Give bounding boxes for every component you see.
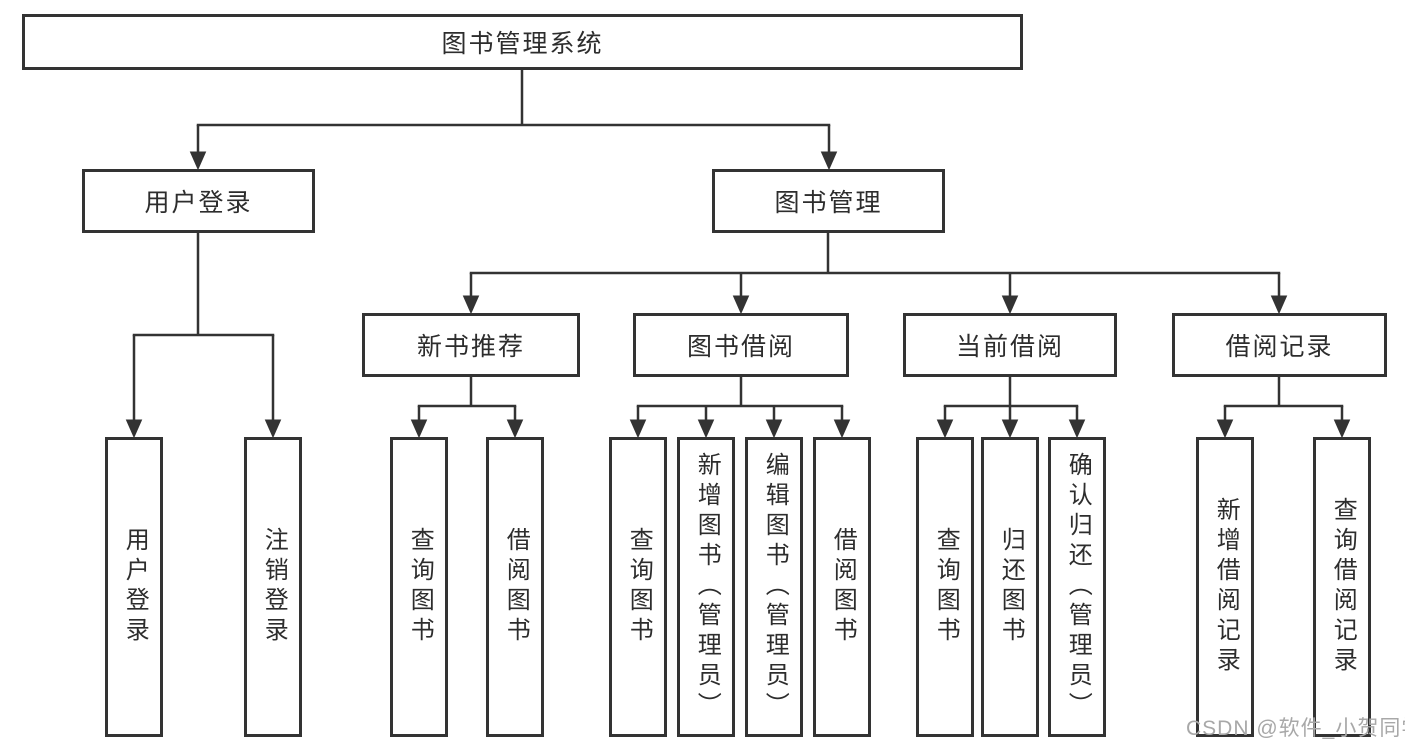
leaf-user-login-label: 用户登录 [121, 527, 149, 647]
arrowhead-icon [936, 419, 954, 439]
arrowhead-icon [264, 419, 282, 439]
arrowhead-icon [1333, 419, 1351, 439]
leaf-rec-borrow-book-label: 借阅图书 [502, 527, 530, 647]
arrowhead-icon [189, 151, 207, 171]
node-root-label: 图书管理系统 [441, 30, 604, 58]
node-book-mgmt: 图书管理 [712, 169, 945, 233]
arrowhead-icon [1216, 419, 1234, 439]
connector-book-mgmt-to-level3 [462, 233, 1288, 315]
leaf-rec-query-book: 查询图书 [390, 437, 448, 737]
connector-new-book-rec-to-leaves [410, 377, 524, 439]
leaf-borrow-add-book-label: 新增图书（管理员） [693, 452, 721, 722]
arrowhead-icon [629, 419, 647, 439]
leaf-current-return-book: 归还图书 [981, 437, 1039, 737]
node-book-borrow-label: 图书借阅 [686, 333, 795, 361]
leaf-record-add-record-label: 新增借阅记录 [1212, 497, 1240, 677]
leaf-logout: 注销登录 [244, 437, 302, 737]
node-user-login-label: 用户登录 [144, 189, 253, 217]
leaf-borrow-query-book: 查询图书 [609, 437, 667, 737]
arrowhead-icon [506, 419, 524, 439]
leaf-user-login: 用户登录 [105, 437, 163, 737]
node-new-book-rec: 新书推荐 [362, 313, 580, 377]
arrowhead-icon [1068, 419, 1086, 439]
connector-root-to-level2 [189, 69, 838, 171]
node-borrow-record: 借阅记录 [1172, 313, 1387, 377]
arrowhead-icon [1001, 419, 1019, 439]
leaf-current-confirm-return-label: 确认归还（管理员） [1064, 452, 1092, 722]
connector-user-login-to-leaves [125, 233, 282, 439]
connector-book-borrow-to-leaves [629, 377, 851, 439]
connector-current-borrow-to-leaves [936, 377, 1086, 439]
leaf-borrow-add-book: 新增图书（管理员） [677, 437, 735, 737]
leaf-borrow-query-book-label: 查询图书 [625, 527, 653, 647]
node-user-login: 用户登录 [82, 169, 315, 233]
connector-borrow-record-to-leaves [1216, 377, 1351, 439]
leaf-record-query-record-label: 查询借阅记录 [1329, 497, 1357, 677]
arrowhead-icon [1270, 295, 1288, 315]
arrowhead-icon [462, 295, 480, 315]
leaf-current-query-book: 查询图书 [916, 437, 974, 737]
leaf-borrow-edit-book-label: 编辑图书（管理员） [761, 452, 789, 722]
arrowhead-icon [833, 419, 851, 439]
leaf-logout-label: 注销登录 [260, 527, 288, 647]
node-borrow-record-label: 借阅记录 [1225, 333, 1334, 361]
arrowhead-icon [697, 419, 715, 439]
leaf-borrow-borrow-book: 借阅图书 [813, 437, 871, 737]
node-root: 图书管理系统 [22, 14, 1023, 70]
arrowhead-icon [410, 419, 428, 439]
leaf-rec-query-book-label: 查询图书 [406, 527, 434, 647]
leaf-current-confirm-return: 确认归还（管理员） [1048, 437, 1106, 737]
leaf-record-query-record: 查询借阅记录 [1313, 437, 1371, 737]
arrowhead-icon [820, 151, 838, 171]
node-new-book-rec-label: 新书推荐 [416, 333, 525, 361]
node-current-borrow-label: 当前借阅 [955, 333, 1064, 361]
arrowhead-icon [125, 419, 143, 439]
leaf-current-return-book-label: 归还图书 [997, 527, 1025, 647]
node-book-mgmt-label: 图书管理 [774, 189, 883, 217]
leaf-rec-borrow-book: 借阅图书 [486, 437, 544, 737]
node-book-borrow: 图书借阅 [633, 313, 849, 377]
arrowhead-icon [732, 295, 750, 315]
leaf-borrow-borrow-book-label: 借阅图书 [829, 527, 857, 647]
leaf-borrow-edit-book: 编辑图书（管理员） [745, 437, 803, 737]
leaf-record-add-record: 新增借阅记录 [1196, 437, 1254, 737]
arrowhead-icon [1001, 295, 1019, 315]
csdn-watermark: CSDN @软件_小贺同学 [1186, 717, 1405, 740]
node-current-borrow: 当前借阅 [903, 313, 1117, 377]
leaf-current-query-book-label: 查询图书 [932, 527, 960, 647]
arrowhead-icon [765, 419, 783, 439]
